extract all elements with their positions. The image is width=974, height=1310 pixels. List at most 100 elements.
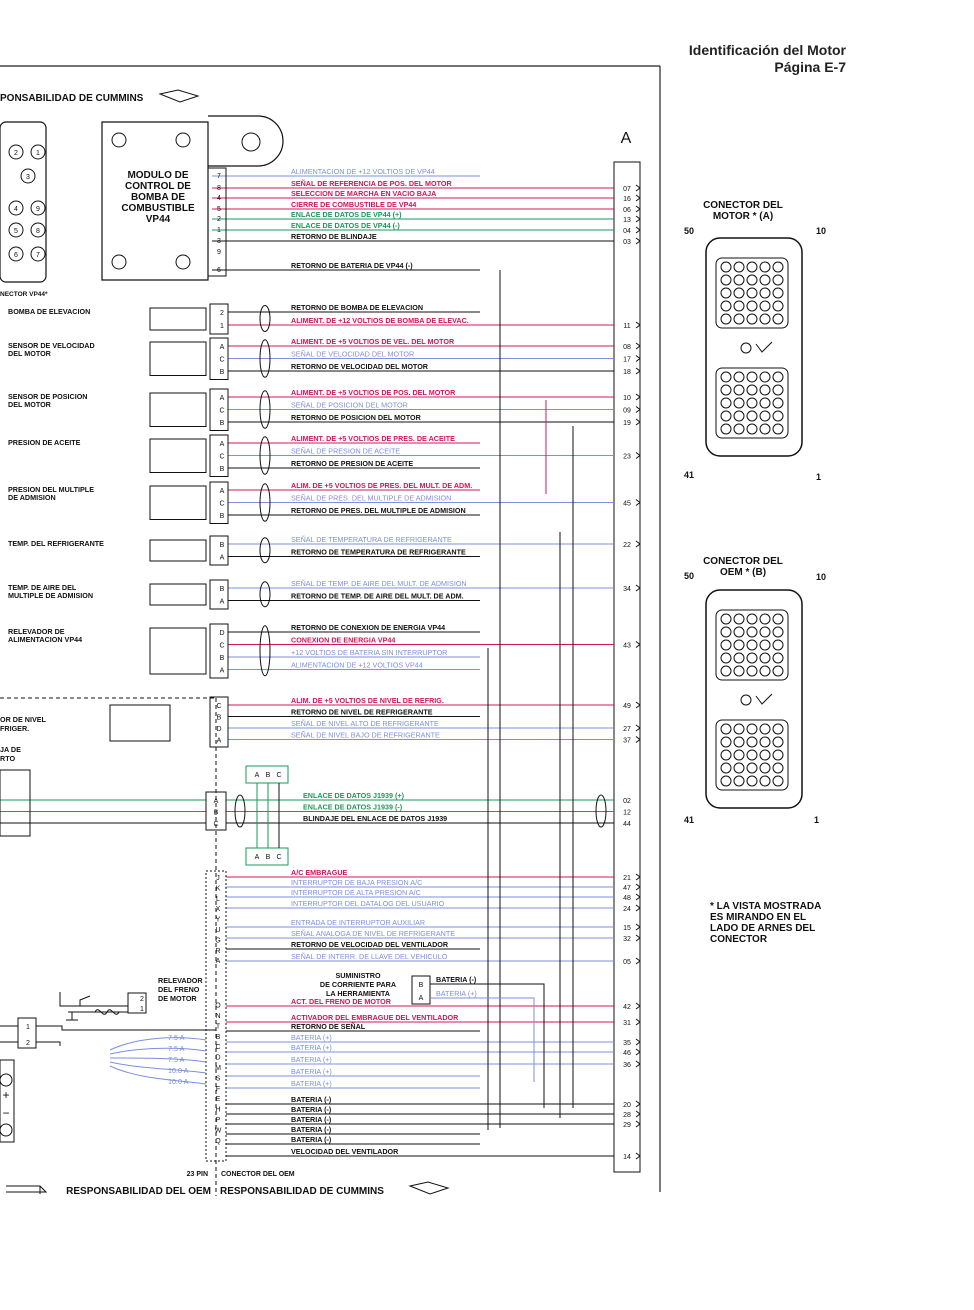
connector-pin: A bbox=[220, 441, 225, 448]
pin-cavity bbox=[733, 313, 745, 325]
svg-text:6: 6 bbox=[14, 252, 18, 259]
pin-cavity bbox=[746, 639, 758, 651]
module-pin: 6 bbox=[217, 267, 221, 274]
sensor-name: BOMBA DE ELEVACION bbox=[8, 307, 90, 316]
pin-cavity bbox=[759, 723, 771, 735]
pin-cavity bbox=[746, 313, 758, 325]
ecm-pin-number: 45 bbox=[623, 501, 631, 508]
module-title-line: MODULO DE bbox=[127, 170, 188, 181]
footer-cummins: RESPONSABILIDAD DE CUMMINS bbox=[220, 1186, 384, 1197]
svg-text:1: 1 bbox=[36, 150, 40, 157]
note-line: LADO DE ARNES DEL bbox=[710, 923, 815, 934]
pin-cavity bbox=[733, 736, 745, 748]
connector-pin: C bbox=[219, 454, 224, 461]
terminator-pin: B bbox=[266, 854, 271, 861]
wire-label: ALIM. DE +5 VOLTIOS DE NIVEL DE REFRIG. bbox=[291, 696, 444, 705]
connector-pin: C bbox=[216, 703, 221, 710]
cavity-block bbox=[715, 719, 789, 791]
header-page: Página E-7 bbox=[774, 59, 846, 75]
pin-cavity bbox=[772, 397, 784, 409]
ecm-pin-arrow bbox=[635, 321, 641, 329]
ecm-pin-arrow bbox=[635, 873, 641, 881]
pin-cavity bbox=[772, 261, 784, 273]
oem-pin: G bbox=[215, 937, 220, 944]
pin-cavity bbox=[733, 762, 745, 774]
pin-cavity bbox=[720, 300, 732, 312]
sensor-name: TEMP. DE AIRE DEL bbox=[8, 583, 77, 592]
pin-cavity bbox=[772, 613, 784, 625]
mount-hole bbox=[175, 132, 191, 148]
pin-number: 50 bbox=[684, 571, 694, 581]
wire-label: RETORNO DE PRESION DE ACEITE bbox=[291, 459, 413, 468]
wire-label: BATERIA (-) bbox=[291, 1105, 332, 1114]
connector-title: MOTOR * (A) bbox=[713, 211, 773, 222]
pin-cavity bbox=[772, 762, 784, 774]
sensor-name: SENSOR DE VELOCIDAD bbox=[8, 341, 95, 350]
wire-label: ALIMENT. DE +5 VOLTIOS DE VEL. DEL MOTOR bbox=[291, 337, 455, 346]
pin-cavity bbox=[759, 736, 771, 748]
connector-pin: B bbox=[220, 369, 225, 376]
wire-group: ALIMENTACION DE +12 VOLTIOS DE VP44SEÑAL… bbox=[0, 167, 614, 1157]
ecm-pin-arrow bbox=[635, 641, 641, 648]
ecm-pin-arrow bbox=[635, 355, 641, 362]
wire-label: ACT. DEL FRENO DE MOTOR bbox=[291, 997, 392, 1006]
j1939-terminator-bottom: A B C bbox=[245, 847, 289, 866]
sensor-body bbox=[149, 307, 207, 331]
wire-label: CIERRE DE COMBUSTIBLE DE VP44 bbox=[291, 200, 416, 209]
wire-label: ALIMENTACION DE +12 VOLTIOS DE VP44 bbox=[291, 167, 435, 176]
pin-cavity bbox=[720, 423, 732, 435]
relay-label: RELEVADOR bbox=[158, 976, 203, 985]
sensor-body bbox=[149, 392, 207, 427]
sensor-name: FRIGER. bbox=[0, 724, 29, 733]
ecm-pin-arrow bbox=[635, 701, 641, 709]
j1939-terminator-top: A B C bbox=[245, 765, 289, 784]
pin-cavity bbox=[772, 652, 784, 664]
ecm-pin-number: 12 bbox=[623, 810, 631, 817]
ecm-pin-number: 20 bbox=[623, 1102, 631, 1109]
wire-label: BATERIA (-) bbox=[291, 1135, 332, 1144]
pin-cavity bbox=[720, 613, 732, 625]
ecm-pin-group: 0716061304031108171810091923452234434927… bbox=[623, 184, 641, 1161]
connector-title: CONECTOR DEL bbox=[703, 556, 783, 567]
battery-plus-icon: + bbox=[2, 1088, 9, 1102]
connector-pin: A bbox=[214, 798, 219, 805]
svg-text:9: 9 bbox=[36, 206, 40, 213]
ecm-pin-arrow bbox=[635, 194, 641, 202]
pin-cavity bbox=[733, 652, 745, 664]
terminator-pin: C bbox=[276, 854, 281, 861]
pin-cavity bbox=[772, 626, 784, 638]
shield-twist bbox=[259, 339, 271, 378]
sensor-connector bbox=[209, 535, 229, 566]
pin-cavity bbox=[759, 613, 771, 625]
wire-label: BATERIA (-) bbox=[291, 1095, 332, 1104]
pin-cavity bbox=[772, 423, 784, 435]
cut-off-connector bbox=[0, 769, 31, 837]
wire-label: CONEXION DE ENERGIA VP44 bbox=[291, 636, 395, 645]
vp44-module-mount bbox=[208, 115, 284, 167]
svg-text:5: 5 bbox=[14, 228, 18, 235]
sensor-body bbox=[149, 539, 207, 562]
battery-minus-icon: − bbox=[2, 1106, 9, 1120]
wire-label: ALIMENT. DE +12 VOLTIOS DE BOMBA DE ELEV… bbox=[291, 316, 469, 325]
relay-pin: 1 bbox=[140, 1006, 144, 1013]
ecm-pin-number: 47 bbox=[623, 885, 631, 892]
terminator-pin: A bbox=[255, 772, 260, 779]
ecm-pin-number: 35 bbox=[623, 1040, 631, 1047]
wire-label: A/C EMBRAGUE bbox=[291, 868, 348, 877]
pin-cavity bbox=[772, 723, 784, 735]
wire-label: RETORNO DE VELOCIDAD DEL VENTILADOR bbox=[291, 940, 449, 949]
vp44-connector-face bbox=[0, 121, 47, 283]
pin-cavity bbox=[733, 665, 745, 677]
wire-label: BATERIA (+) bbox=[291, 1043, 332, 1052]
sensor-connector bbox=[209, 303, 229, 335]
pin-cavity bbox=[759, 652, 771, 664]
pin-cavity bbox=[720, 626, 732, 638]
oem-pin: F bbox=[216, 1086, 220, 1093]
sensor-connector bbox=[209, 623, 229, 679]
ecm-pin-arrow bbox=[635, 883, 641, 891]
connector-shell bbox=[705, 589, 803, 809]
connector-pin: A bbox=[220, 668, 225, 675]
oem-pin: X bbox=[216, 906, 221, 913]
